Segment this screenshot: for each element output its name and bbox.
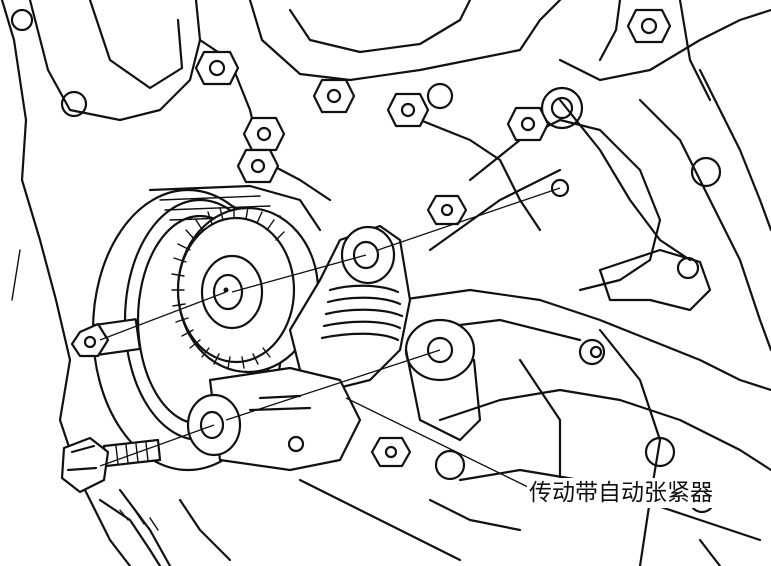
engine-block-outline: [0, 0, 202, 566]
pulley-teeth: [171, 205, 285, 369]
bracket-hole: [550, 178, 570, 198]
belt-tensioner-callout-label: 传动带自动张紧器: [527, 478, 715, 508]
assembly-guide-lines: [99, 187, 561, 467]
bolt-right-small: [426, 194, 468, 226]
bolt-top-left: [194, 50, 240, 86]
bolt-top-center: [626, 8, 672, 44]
upper-mounting-bolt: [70, 318, 141, 358]
upper-bolts: [194, 8, 672, 226]
boss-ring: [426, 82, 454, 110]
bolt-upper-right: [386, 92, 430, 128]
bolt-upper-middle: [312, 78, 356, 114]
lower-engine-contours: [98, 478, 522, 566]
callout-leader-line: [345, 397, 531, 489]
tensioner-spring: [320, 284, 404, 342]
mounting-bracket: [398, 86, 771, 566]
lower-right-bolt: [370, 436, 412, 468]
rear-mounting-boss: [404, 318, 482, 481]
tensioner-upper-eye: [340, 225, 396, 285]
bolt-left-stack: [236, 116, 286, 184]
bolt-mid: [506, 106, 550, 142]
lower-mounting-bolt: [60, 436, 162, 494]
tensioner-body: [186, 224, 412, 472]
